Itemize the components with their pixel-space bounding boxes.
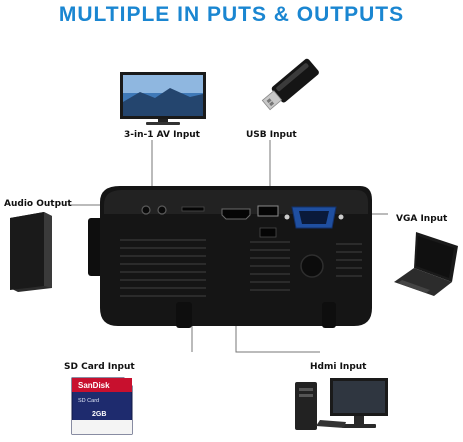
speaker-icon — [10, 212, 52, 292]
laptop-icon — [394, 232, 458, 296]
desktop-pc-icon — [295, 378, 388, 430]
focus-knob — [300, 254, 324, 278]
headline: MULTIPLE IN PUTS & OUTPUTS — [58, 3, 405, 26]
label-av-input: 3-in-1 AV Input — [124, 130, 200, 140]
usb-port — [257, 205, 279, 217]
label-sd-card-input: SD Card Input — [64, 362, 135, 372]
hdmi-port — [221, 208, 251, 220]
label-vga-input: VGA Input — [396, 214, 448, 224]
sd-card-capacity: 2GB — [92, 411, 106, 418]
vga-port — [284, 206, 344, 229]
label-audio-output: Audio Output — [4, 199, 72, 209]
label-usb-input: USB Input — [246, 130, 297, 140]
label-hdmi-input: Hdmi Input — [310, 362, 367, 372]
audio-jack-port — [141, 205, 151, 215]
sd-card-slot — [181, 206, 205, 212]
sd-card-brand: SanDisk — [78, 381, 110, 390]
power-port — [259, 227, 277, 238]
av-jack-port — [157, 205, 167, 215]
sd-card-type: SD Card — [78, 398, 99, 404]
vent-grille — [120, 239, 362, 297]
projector-icon — [88, 186, 372, 328]
usb-stick-icon — [261, 58, 319, 111]
sd-card-icon: SanDisk SD Card 2GB — [71, 377, 133, 435]
tv-icon — [120, 72, 206, 125]
